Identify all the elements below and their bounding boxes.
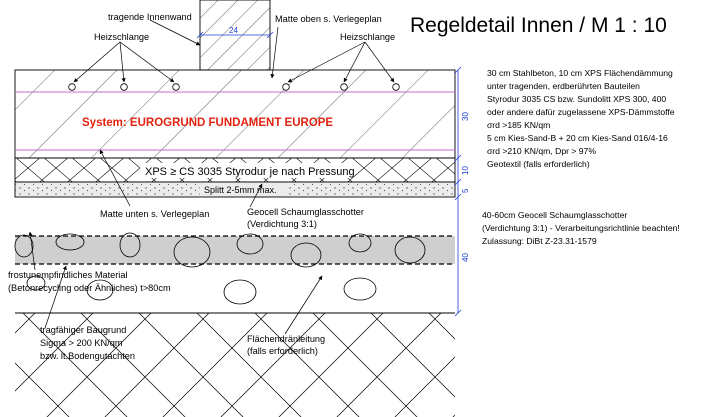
heating-pipes — [68, 83, 400, 91]
heating-pipe-label-left: Heizschlange — [94, 32, 149, 42]
drawing-title: Regeldetail Innen / M 1 : 10 — [410, 14, 667, 37]
aggregate-stone — [236, 233, 264, 255]
aggregate-stone — [26, 275, 46, 291]
slab-notes: 30 cm Stahlbeton, 10 cm XPS Flächendämmu… — [487, 68, 675, 169]
aggregate-stone — [173, 236, 211, 268]
foam-glass-aggregates — [14, 232, 426, 305]
subgrade-label-line-1: tragfähiger Baugrund — [40, 325, 126, 335]
heating-pipe — [392, 83, 400, 91]
slab-note-line: 5 cm Kies-Sand-B + 20 cm Kies-Sand 016/4… — [487, 133, 668, 143]
aggregate-stone — [119, 232, 141, 258]
slab-note-line: σrd >185 KN/qm — [487, 120, 550, 130]
slab-note-line: unter tragenden, erdberührten Bauteilen — [487, 81, 640, 91]
geocell-dimension-label: 40 — [461, 253, 470, 262]
heating-pipe-label-right: Heizschlange — [340, 32, 395, 42]
frost-resistant-label-line-1: frostunempfindliches Material — [8, 270, 128, 280]
foam-glass-gravel-layer — [15, 236, 455, 264]
mesh-top-label: Matte oben s. Verlegeplan — [275, 14, 382, 24]
aggregate-stone — [348, 233, 372, 253]
splitt-label-background — [200, 183, 286, 195]
leader-lines — [28, 19, 395, 335]
concrete-slab — [14, 69, 456, 159]
xps-label: XPS ≥ CS 3035 Styrodur je nach Pressung — [145, 166, 355, 178]
subgrade-label-line-2: Sigma > 200 KN/qm — [40, 338, 123, 348]
wall-dimension-tick-right — [266, 31, 274, 39]
subgrade-label-line-3: bzw. lt.Bodengutachten — [40, 351, 135, 361]
aggregate-stone — [55, 233, 85, 251]
slab-note-line: Styrodur 3035 CS bzw. Sundolitt XPS 300,… — [487, 94, 666, 104]
heating-pipe — [172, 83, 180, 91]
aggregate-stone — [394, 236, 426, 264]
aggregate-stone — [343, 277, 377, 301]
wall-dimension-tick-left — [196, 31, 204, 39]
slab-dimension-label: 30 — [461, 112, 470, 121]
vertical-dimension-chain — [454, 66, 462, 317]
slab-note-line: Geotextil (falls erforderlich) — [487, 159, 590, 169]
heating-pipe — [282, 83, 290, 91]
slab-note-line: 30 cm Stahlbeton, 10 cm XPS Flächendämmu… — [487, 68, 673, 78]
mesh-bottom-label: Matte unten s. Verlegeplan — [100, 209, 209, 219]
splitt-label: Splitt 2-5mm max. — [204, 185, 277, 195]
heating-pipe — [120, 83, 128, 91]
slab-note-line: oder andere dafür zugelassene XPS-Dämmst… — [487, 107, 675, 117]
heating-pipe — [340, 83, 348, 91]
frost-resistant-label-line-2: (Betonrecycling oder Ähnliches) t>80cm — [8, 283, 171, 293]
heating-pipe — [68, 83, 76, 91]
wall-label: tragende Innenwand — [108, 12, 192, 22]
geocell-note-line: Zulassung: DiBt Z-23.31-1579 — [482, 236, 597, 246]
geocell-label-line-2: (Verdichtung 3:1) — [247, 219, 317, 229]
system-label: System: EUROGRUND FUNDAMENT EUROPE — [82, 117, 333, 129]
subgrade-soil — [15, 313, 455, 417]
splitt-dimension-label: 5 — [461, 188, 470, 193]
slab-note-line: σrd >210 KN/qm, Dpr > 97% — [487, 146, 596, 156]
geocell-note-line: (Verdichtung 3:1) - Verarbeitungsrichtli… — [482, 223, 680, 233]
drainage-label-line-2: (falls erforderlich) — [247, 346, 318, 356]
aggregate-stone — [14, 234, 34, 258]
wall-dimension-label: 24 — [229, 26, 238, 35]
geocell-notes: 40-60cm Geocell Schaumglasschotter (Verd… — [482, 210, 680, 246]
aggregate-stone — [223, 279, 257, 305]
drainage-label-line-1: Flächendränleitung — [247, 334, 325, 344]
geocell-note-line: 40-60cm Geocell Schaumglasschotter — [482, 210, 627, 220]
xps-dimension-label: 10 — [461, 166, 470, 175]
aggregate-stone — [290, 242, 322, 268]
aggregate-stone — [86, 279, 114, 301]
geocell-label-line-1: Geocell Schaumglasschotter — [247, 207, 364, 217]
xps-label-background — [140, 163, 350, 178]
